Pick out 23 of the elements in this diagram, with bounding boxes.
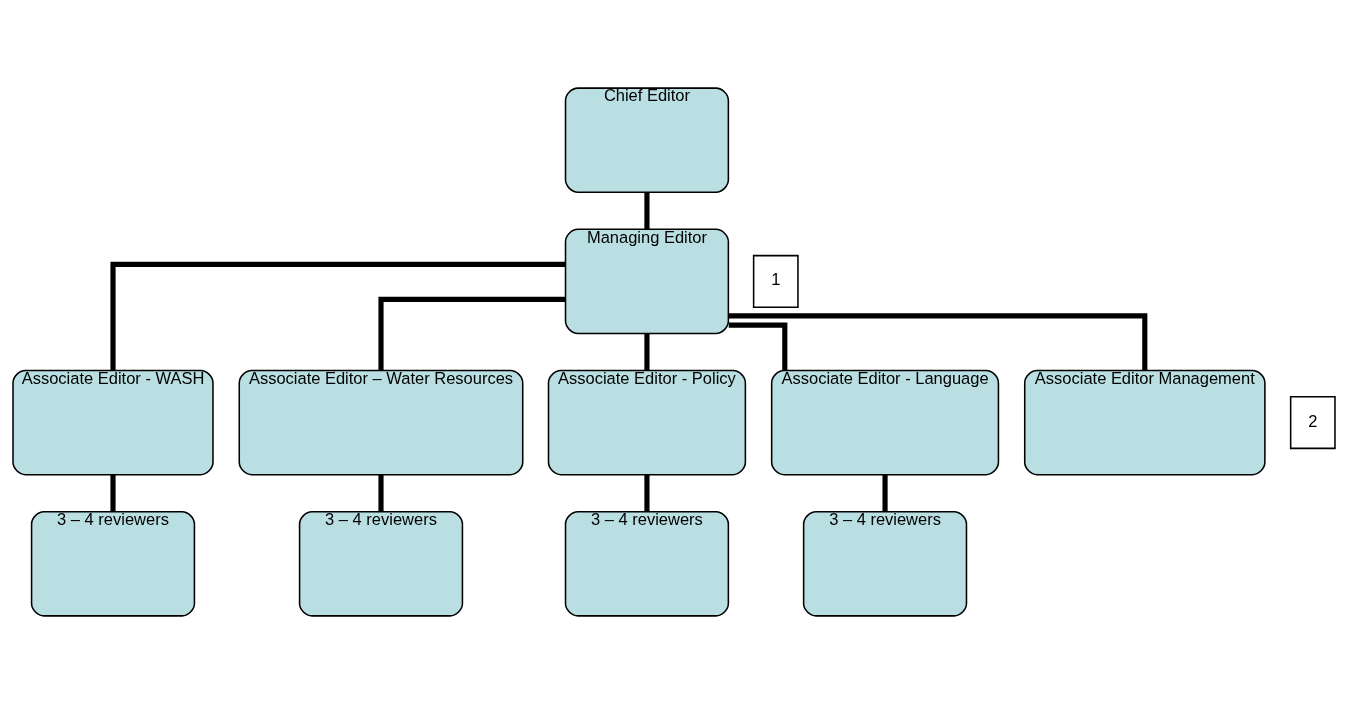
connector	[882, 474, 888, 512]
node-box: Chief Editor	[564, 87, 730, 193]
node-box: 1	[752, 254, 799, 308]
node-box: Associate Editor Management	[1023, 369, 1266, 476]
connector	[728, 322, 788, 371]
node-box: Associate Editor – Water Resources	[238, 369, 524, 476]
connector	[728, 313, 1148, 371]
connector	[110, 261, 566, 371]
node-box: 3 – 4 reviewers	[802, 511, 968, 617]
connector	[378, 474, 384, 512]
connector	[644, 192, 650, 229]
connector	[378, 296, 566, 371]
connector	[110, 474, 116, 512]
node-box: Associate Editor - Policy	[547, 369, 747, 476]
node-box: 3 – 4 reviewers	[30, 511, 196, 617]
node-box: Associate Editor - WASH	[12, 369, 214, 476]
node-box: Managing Editor	[564, 228, 730, 335]
connector	[644, 474, 650, 512]
connector	[644, 333, 650, 371]
node-box: Associate Editor - Language	[770, 369, 1000, 476]
node-box: 2	[1289, 396, 1336, 450]
node-box: 3 – 4 reviewers	[564, 511, 730, 617]
node-box: 3 – 4 reviewers	[298, 511, 464, 617]
